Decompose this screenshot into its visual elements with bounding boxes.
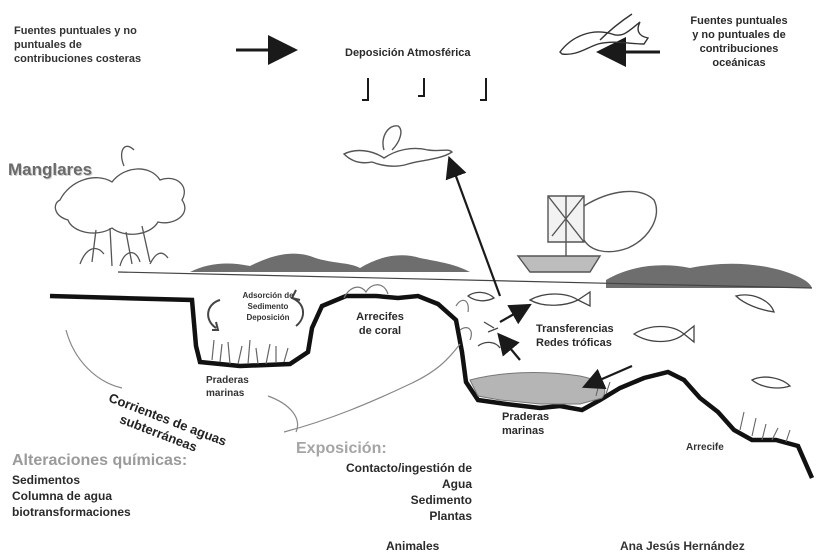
coral-reefs-label: Arrecifes de coral [352,310,408,338]
coast-hills [190,254,470,272]
seagrass-line: Praderas [502,410,549,424]
bird-icon [344,126,452,166]
exposure-title: Exposición: [296,440,387,458]
adsorption-line: Deposición [222,312,314,323]
transfer-arrow [500,306,528,322]
exposure-item: Plantas [296,508,472,524]
atmospheric-deposition-label: Deposición Atmosférica [345,46,471,60]
seagrass-line: marinas [206,387,249,400]
oceanic-sources-line: oceánicas [664,56,814,70]
oceanic-sources-line: Fuentes puntuales [664,14,814,28]
coastal-sources-line: puntuales de [14,38,141,52]
transfer-arrow [586,366,632,386]
coastal-sources-line: Fuentes puntuales y no [14,24,141,38]
chemical-item: Columna de agua [12,488,131,504]
seagrass-line: Praderas [206,374,249,387]
chemical-items: Sedimentos Columna de agua biotransforma… [12,472,131,520]
author-credit: Ana Jesús Hernández [620,538,745,554]
mangroves-label: Manglares [8,160,92,180]
coastal-sources-line: contribuciones costeras [14,52,141,66]
transfer-arrow [500,336,520,360]
seagrass-left-label: Praderas marinas [206,374,249,400]
exposure-item: Contacto/ingestión de [296,460,472,476]
deposition-hooks-icon [362,78,486,100]
oceanic-sources-label: Fuentes puntuales y no puntuales de cont… [664,14,814,70]
exposure-items: Contacto/ingestión de Agua Sedimento Pla… [296,460,472,524]
trophic-line: Transferencias [536,322,614,336]
seagrass-line: marinas [502,424,549,438]
seagrass-right-label: Praderas marinas [502,410,549,438]
adsorption-label: Adsorción de Sedimento Deposición [222,290,314,323]
exposure-item: Agua [296,476,472,492]
adsorption-line: Sedimento [222,301,314,312]
reef-label: Arrecife [686,442,724,453]
oceanic-sources-line: contribuciones [664,42,814,56]
trophic-line: Redes tróficas [536,336,614,350]
chemical-alterations-title: Alteraciones químicas: [12,452,187,470]
exposure-item: Animales [386,538,439,554]
coastal-sources-label: Fuentes puntuales y no puntuales de cont… [14,24,141,66]
seagrass-bed [470,373,605,404]
bird-icon [560,14,648,54]
chemical-item: biotransformaciones [12,504,131,520]
adsorption-line: Adsorción de [222,290,314,301]
boat-icon [518,191,656,272]
transfer-arrow-up [450,160,500,296]
trophic-label: Transferencias Redes tróficas [536,322,614,350]
exposure-item: Sedimento [296,492,472,508]
coral-reefs-line: de coral [352,324,408,338]
oceanic-sources-line: y no puntuales de [664,28,814,42]
chemical-item: Sedimentos [12,472,131,488]
coral-reefs-line: Arrecifes [352,310,408,324]
seaweed-icon [212,340,288,364]
